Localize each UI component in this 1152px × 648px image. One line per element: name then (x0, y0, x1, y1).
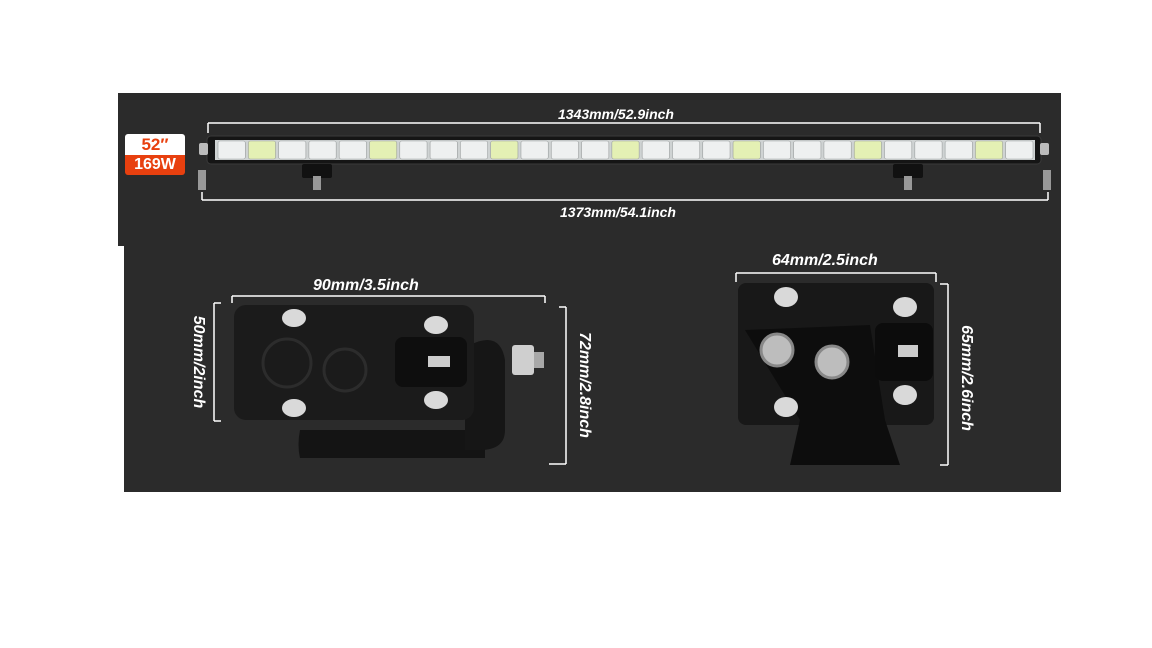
led-cell (763, 140, 791, 160)
bar-length-outer-dimension-line (201, 192, 1049, 201)
side-screw-1 (282, 309, 306, 327)
led-cell (520, 140, 549, 160)
led-cell (823, 140, 852, 160)
bar-length-outer-label: 1373mm/54.1inch (560, 204, 676, 220)
end-bolt-1 (759, 332, 795, 368)
end-bolt-left (198, 170, 206, 190)
led-cell (278, 140, 307, 160)
side-screw-2 (424, 316, 448, 334)
led-cell (702, 140, 731, 160)
led-cell (672, 140, 701, 160)
side-screw-3 (282, 399, 306, 417)
led-cell (338, 140, 367, 160)
led-cell (308, 140, 337, 160)
end-height-label: 65mm/2.6inch (958, 325, 975, 431)
led-cell (944, 140, 973, 160)
led-cell (611, 140, 640, 160)
led-cell (1005, 140, 1034, 160)
end-bolt-right (1043, 170, 1051, 190)
led-cell (641, 140, 670, 160)
bar-length-inner-label: 1343mm/52.9inch (558, 106, 674, 122)
led-cell (581, 140, 610, 160)
side-view-housing (234, 305, 544, 458)
led-cell (399, 140, 428, 160)
power-badge: 169W (125, 155, 185, 175)
led-cell (793, 140, 822, 160)
bar-length-inner-dimension-line (207, 122, 1041, 133)
led-cell (217, 140, 246, 160)
led-cell (429, 140, 458, 160)
end-width-label: 64mm/2.5inch (772, 252, 878, 269)
led-cell (550, 140, 579, 160)
size-badge: 52″ (125, 134, 185, 155)
led-cell (975, 140, 1004, 160)
led-cell (732, 140, 761, 160)
mounting-bracket-left (302, 164, 332, 190)
side-screw-4 (424, 391, 448, 409)
led-cell (853, 140, 882, 160)
side-total-height-label: 72mm/2.8inch (576, 332, 593, 438)
end-view-housing (738, 283, 934, 465)
side-height-label: 50mm/2inch (190, 315, 207, 409)
led-cell (914, 140, 943, 160)
led-cell (247, 140, 276, 160)
led-cell (460, 140, 488, 160)
end-view-dimension-lines (735, 272, 949, 466)
led-cell (369, 140, 398, 160)
led-cell (884, 140, 913, 160)
side-width-label: 90mm/3.5inch (313, 277, 419, 294)
led-cell (490, 140, 519, 160)
side-view-dimension-lines (213, 295, 567, 465)
led-reflectors (217, 140, 1034, 160)
end-bolt-2 (814, 344, 850, 380)
mounting-bracket-right (893, 164, 923, 190)
